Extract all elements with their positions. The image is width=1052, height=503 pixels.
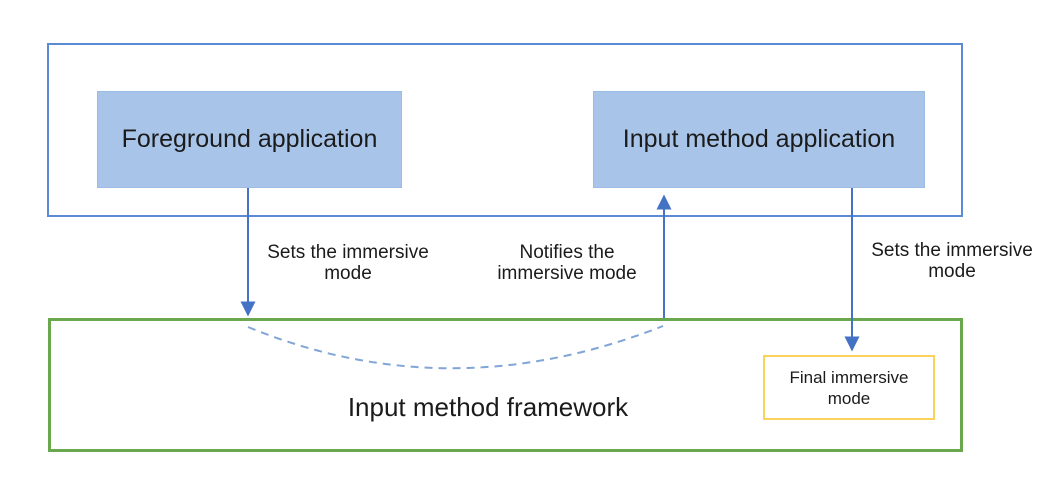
final-immersive-mode-label: Final immersive mode (789, 367, 909, 408)
edge-label-sets-immersive-right: Sets the immersive mode (871, 240, 1033, 282)
input-method-framework-box (48, 318, 963, 452)
edge-label-notifies-immersive: Notifies the immersive mode (497, 242, 637, 284)
application-layer-box (47, 43, 963, 217)
foreground-application-label: Foreground application (121, 125, 378, 153)
input-method-framework-label: Input method framework (347, 392, 629, 422)
final-immersive-mode-box: Final immersive mode (763, 355, 935, 420)
input-method-application-label: Input method application (622, 125, 896, 153)
foreground-application-box: Foreground application (97, 91, 402, 188)
input-method-application-box: Input method application (593, 91, 925, 188)
edge-label-sets-immersive-left: Sets the immersive mode (267, 242, 429, 284)
